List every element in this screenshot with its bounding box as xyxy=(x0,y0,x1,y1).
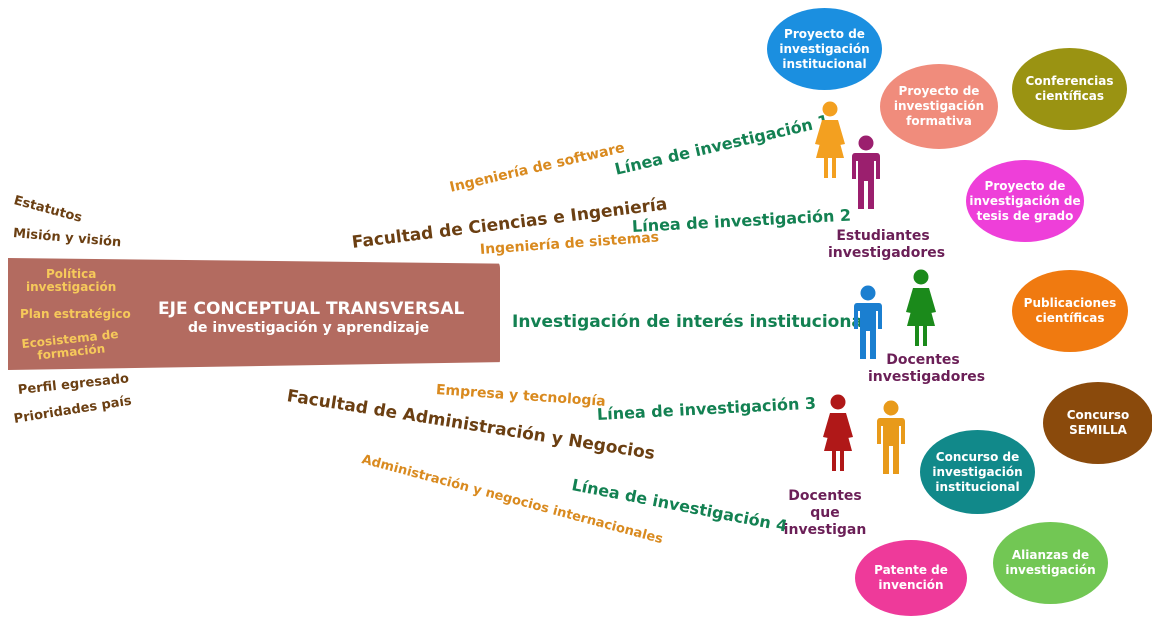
linea1-label: Línea de investigación 1 xyxy=(612,110,831,179)
circle-alianzas: Alianzas de investigación xyxy=(993,522,1108,604)
male-person-icon xyxy=(852,135,880,209)
female-person-icon xyxy=(815,101,845,178)
circle-semilla: Concurso SEMILLA xyxy=(1043,382,1152,464)
circle-proyecto-institucional: Proyecto de investigación institucional xyxy=(767,8,882,90)
circle-label: Proyecto de investigación formativa xyxy=(893,84,985,128)
female-person-icon xyxy=(906,269,936,346)
empresa-label: Empresa y tecnología xyxy=(435,382,607,410)
circle-conferencias: Conferencias científicas xyxy=(1012,48,1127,130)
banner-title: EJE CONCEPTUAL TRANSVERSAL xyxy=(158,299,465,319)
software-label: Ingeniería de software xyxy=(448,139,627,196)
mision-label: Misión y visión xyxy=(12,226,122,251)
estudiantes-label: Estudiantes investigadores xyxy=(828,228,946,261)
plan-label: Plan estratégico xyxy=(20,307,131,321)
circle-label: Concurso de investigación institucional xyxy=(932,449,1023,494)
circle-publicaciones: Publicaciones científicas xyxy=(1012,270,1128,352)
estatutos-label: Estatutos xyxy=(12,193,84,226)
politica-label: Política investigación xyxy=(26,267,117,294)
circle-label: Conferencias científicas xyxy=(1025,74,1114,103)
prioridades-label: Prioridades país xyxy=(12,393,133,427)
circle-label: Publicaciones científicas xyxy=(1023,296,1117,325)
circle-label: Proyecto de investigación institucional xyxy=(779,26,870,71)
female-person-icon xyxy=(823,394,853,471)
circle-patente: Patente de invención xyxy=(855,540,967,616)
male-person-icon xyxy=(854,285,882,359)
circle-label: Alianzas de investigación xyxy=(1005,548,1096,577)
interes-label: Investigación de interés institucional xyxy=(512,312,869,332)
circle-tesis: Proyecto de investigación de tesis de gr… xyxy=(966,160,1084,242)
linea3-label: Línea de investigación 3 xyxy=(596,393,817,424)
circle-proyecto-formativa: Proyecto de investigación formativa xyxy=(880,64,998,149)
circle-concurso-institucional: Concurso de investigación institucional xyxy=(920,430,1035,514)
central-banner xyxy=(8,258,500,370)
docentes-que-investigan-label: Docentes que investigan xyxy=(783,488,867,538)
banner-subtitle: de investigación y aprendizaje xyxy=(188,320,430,336)
circle-label: Concurso SEMILLA xyxy=(1066,408,1130,437)
circle-label: Patente de invención xyxy=(874,563,948,592)
male-person-icon xyxy=(877,400,905,474)
circle-label: Proyecto de investigación de tesis de gr… xyxy=(969,178,1081,223)
docentes-investigadores-label: Docentes investigadores xyxy=(868,352,986,385)
perfil-label: Perfil egresado xyxy=(17,371,130,398)
